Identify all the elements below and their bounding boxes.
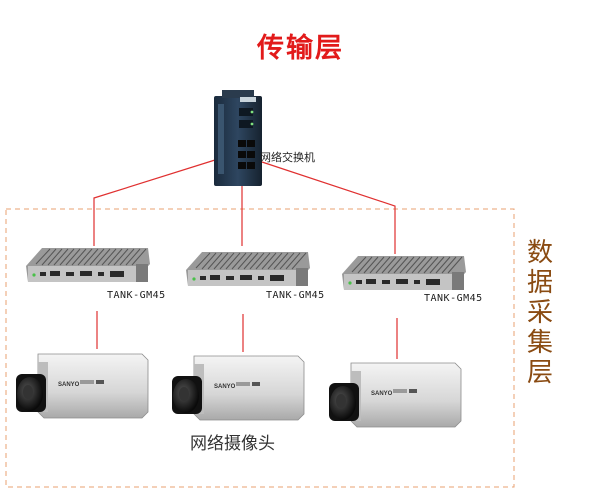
data-collection-layer-label: 数 据 采 集 层	[522, 238, 558, 388]
camera-3-brand: SANYO	[371, 391, 393, 397]
switch-links	[93, 159, 396, 254]
zone-label-char-3: 采	[526, 298, 553, 328]
ip-camera-1-icon: SANYO	[16, 353, 149, 419]
zone-label-char-4: 集	[526, 328, 553, 358]
camera-links	[96, 311, 398, 359]
transport-layer-title: 传输层	[257, 33, 344, 64]
camera-2-brand: SANYO	[214, 384, 236, 390]
zone-label-char-2: 据	[526, 268, 553, 298]
zone-label-char-5: 层	[526, 358, 553, 388]
zone-label-char-1: 数	[526, 238, 553, 268]
link-switch-to-pc-3	[261, 161, 396, 254]
embedded-pc-2-icon	[186, 252, 310, 286]
link-switch-to-pc-1	[93, 159, 216, 246]
ip-camera-2-icon: SANYO	[172, 355, 305, 421]
pc-3-label: TANK-GM45	[424, 293, 483, 304]
ip-camera-3-icon: SANYO	[329, 362, 462, 428]
pc-1-label: TANK-GM45	[107, 290, 166, 301]
network-cameras-label: 网络摄像头	[190, 434, 275, 454]
data-collection-zone-border	[5, 208, 515, 488]
network-switch-icon	[214, 90, 262, 186]
embedded-pc-1-icon	[26, 248, 150, 282]
embedded-pc-3-icon	[342, 256, 466, 290]
pc-2-label: TANK-GM45	[266, 290, 325, 301]
switch-label: 网络交换机	[260, 151, 315, 164]
camera-1-brand: SANYO	[58, 382, 80, 388]
